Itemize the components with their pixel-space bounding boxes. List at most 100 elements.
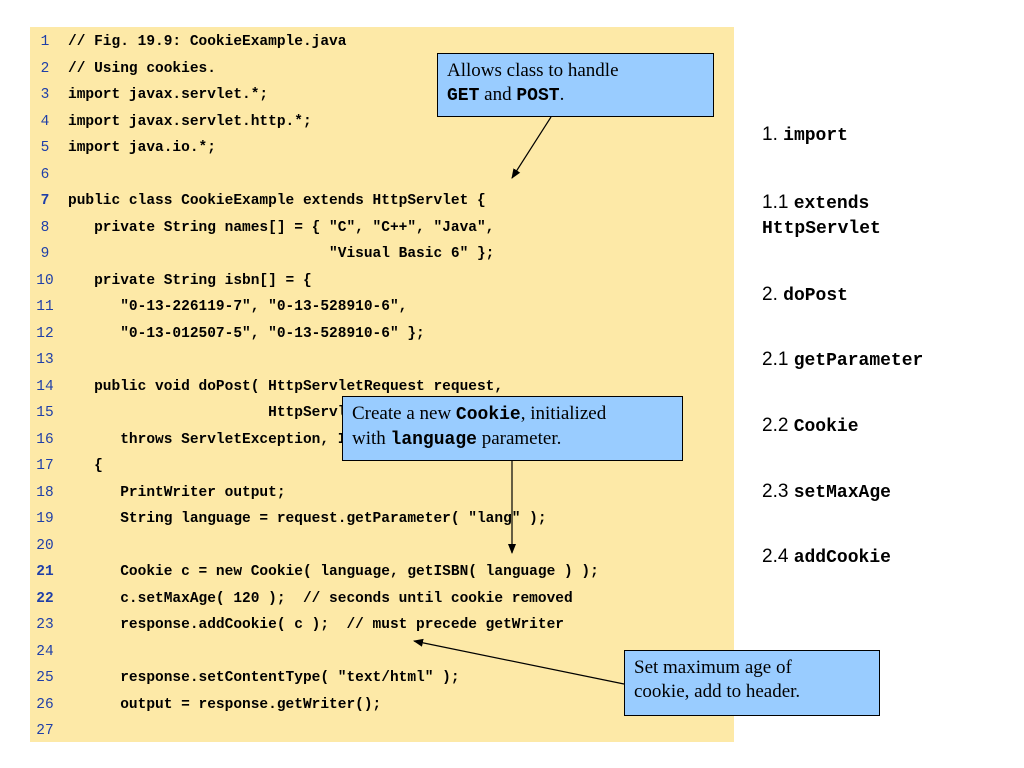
outline-number: 2.4 [762,546,789,567]
code-text: import java.io.*; [68,140,216,156]
outline-number: 1. [762,124,778,145]
line-number: 17 [36,458,54,474]
callout-code: language [390,430,477,450]
callout-text: Create a new [352,403,456,424]
line-number: 4 [40,113,50,130]
code-line: 3 import javax.servlet.*; [30,82,269,108]
code-line: 12 "0-13-012507-5", "0-13-528910-6" }; [30,321,424,347]
code-line: 8 private String names[] = { "C", "C++",… [30,215,495,241]
line-number: 10 [36,272,54,289]
outline-code: addCookie [793,548,891,568]
callout-text: , initialized [520,403,607,424]
line-number: 5 [40,140,50,156]
callout-text: with [352,428,391,449]
code-line: 26 output = response.getWriter(); [30,692,381,718]
line-number: 21 [36,564,54,580]
callout-text: Allows class to handle [447,60,619,81]
code-text: public class CookieExample extends HttpS… [68,193,486,209]
callout-max-age: Set maximum age of cookie, add to header… [624,650,880,716]
code-text: import javax.servlet.*; [68,87,269,103]
arrow-class-handle [511,116,552,179]
arrow-max-age [413,638,625,685]
line-number: 9 [40,246,50,262]
outline-code: getParameter [793,351,924,371]
outline-item-getparameter: 2.1 getParameter [762,349,923,371]
code-line: 20 [30,533,60,559]
callout-text: cookie, add to header. [634,681,801,702]
outline-code: setMaxAge [793,483,891,503]
outline-number: 2. [762,284,778,305]
code-line: 17 { [30,453,103,479]
code-text: c.setMaxAge( 120 ); // seconds until coo… [68,590,573,607]
code-text: "0-13-226119-7", "0-13-528910-6", [68,299,408,315]
line-number: 6 [40,166,50,183]
code-panel: 1 // Fig. 19.9: CookieExample.java 2 // Usi… [30,27,734,742]
callout-code: GET [447,86,480,106]
outline-number: 2.3 [762,481,789,502]
code-line: 24 [30,639,60,665]
outline-item-extends: 1.1 extends HttpServlet [762,191,881,241]
code-line: 11 "0-13-226119-7", "0-13-528910-6", [30,294,407,320]
line-number: 23 [36,617,54,633]
callout-text: Set maximum age of [634,657,792,678]
code-text: // Using cookies. [68,60,216,77]
outline-code: HttpServlet [762,219,881,239]
code-text: String language = request.getParameter( … [68,511,547,527]
line-number: 19 [36,511,54,527]
outline-item-import: 1. import [762,124,848,146]
code-line: 25 response.setContentType( "text/html" … [30,665,459,691]
line-number: 7 [40,193,50,209]
line-number: 20 [36,537,54,554]
code-text: response.setContentType( "text/html" ); [68,670,460,686]
code-text: PrintWriter output; [68,484,286,501]
line-number: 1 [40,34,50,50]
code-line: 5 import java.io.*; [30,135,216,161]
code-text: response.addCookie( c ); // must precede… [68,617,564,633]
code-line: 22 c.setMaxAge( 120 ); // seconds until … [30,586,572,612]
code-line: 14 public void doPost( HttpServletReques… [30,374,503,400]
line-number: 14 [36,378,54,395]
code-line: 10 private String isbn[] = { [30,268,311,294]
line-number: 26 [36,696,54,713]
line-number: 11 [36,299,54,315]
outline-item-setmaxage: 2.3 setMaxAge [762,481,891,503]
code-text: public void doPost( HttpServletRequest r… [68,378,504,395]
code-line: 2 // Using cookies. [30,56,216,82]
code-line: 19 String language = request.getParamete… [30,506,546,532]
line-number: 18 [36,484,54,501]
code-line: 1 // Fig. 19.9: CookieExample.java [30,29,347,55]
line-number: 15 [36,405,54,421]
line-number: 22 [36,590,54,607]
line-number: 13 [36,352,54,368]
code-line: 6 [30,162,60,188]
outline-item-cookie: 2.2 Cookie [762,415,859,437]
line-number: 24 [36,643,54,660]
outline-item-dopost: 2. doPost [762,284,848,306]
outline-number: 2.1 [762,349,789,370]
code-line: 4 import javax.servlet.http.*; [30,109,312,135]
callout-text: and [479,84,517,105]
outline-code: extends [793,194,870,214]
outline-code: doPost [783,286,848,306]
callout-text: . [559,84,565,105]
outline-code: Cookie [793,417,859,437]
code-text: output = response.getWriter(); [68,696,382,713]
line-number: 3 [40,87,50,103]
code-text: Cookie c = new Cookie( language, getISBN… [68,564,599,580]
code-line: 27 [30,718,60,744]
outline-code: import [783,126,848,146]
code-text: private String isbn[] = { [68,272,312,289]
code-line: 23 response.addCookie( c ); // must prec… [30,612,564,638]
line-number: 2 [40,60,50,77]
code-text: import javax.servlet.http.*; [68,113,312,130]
code-text: // Fig. 19.9: CookieExample.java [68,34,347,50]
line-number: 16 [36,431,54,448]
code-line: 18 PrintWriter output; [30,480,285,506]
outline-number: 1.1 [762,192,789,213]
outline-item-addcookie: 2.4 addCookie [762,546,891,568]
callout-new-cookie: Create a new Cookie, initialized with la… [342,396,683,461]
line-number: 12 [36,325,54,342]
line-number: 8 [40,219,50,236]
code-text: "0-13-012507-5", "0-13-528910-6" }; [68,325,425,342]
line-number: 25 [36,670,54,686]
